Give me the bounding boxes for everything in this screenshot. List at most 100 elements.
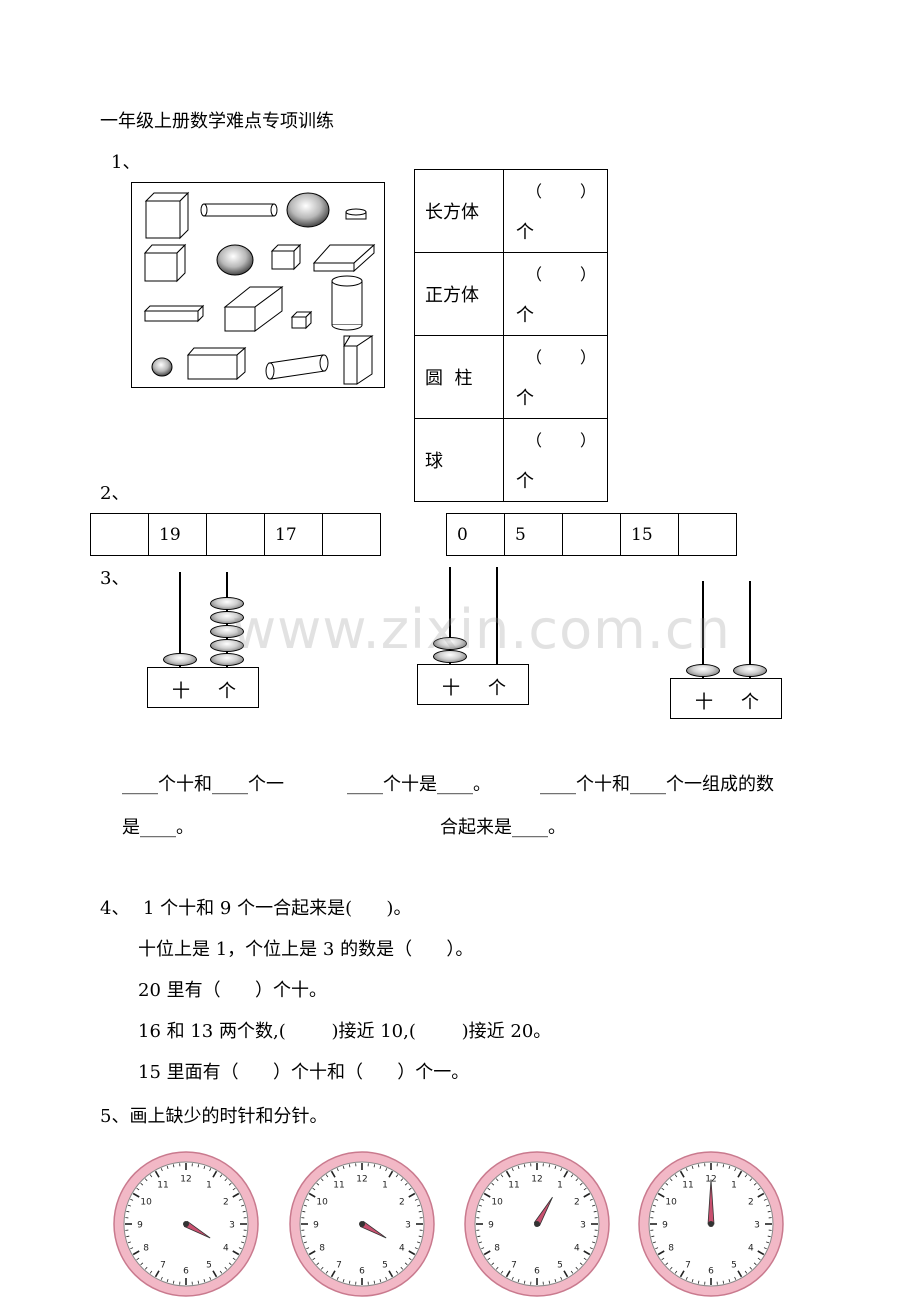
clock-pivot [534,1221,540,1227]
question-4-item: 十位上是 1，个位上是 3 的数是（ ）。 [138,939,474,960]
clock-tick [734,1276,737,1280]
cylinder-shape [345,208,367,220]
question-2-number: 2、 [100,483,130,504]
clock-number: 5 [382,1260,388,1270]
clock-number: 2 [748,1198,754,1208]
clock-tick [483,1192,491,1198]
clock-tick [691,1165,694,1169]
ones-bead [210,597,244,610]
clock-tick [763,1247,767,1250]
clock-tick [325,1174,329,1178]
clock-tick [414,1198,418,1201]
clock-tick [302,1235,306,1238]
clock-tick [336,1276,339,1280]
clock-tick [303,1204,307,1207]
clock-tick [651,1235,655,1238]
shape-name-sphere: 球 [414,418,504,502]
sequence-cell[interactable] [562,513,621,556]
cube-shape [290,310,313,330]
clock-tick [674,1270,678,1274]
sequence-cell[interactable] [90,513,149,556]
question-4-number: 4、 [100,898,130,919]
clock-tick [408,1257,412,1261]
clock-tick [242,1210,246,1213]
clock-pivot [359,1221,365,1227]
clock-tick [242,1235,246,1238]
clock-tick [697,1164,700,1168]
clock-number: 7 [336,1260,342,1270]
clock-number: 9 [313,1221,319,1231]
clock-tick [348,1280,351,1284]
clock-tick [408,1250,416,1256]
clock-tick [737,1270,743,1278]
clock-tick [160,1168,163,1172]
clock-tick [593,1235,597,1238]
clock-tick [665,1262,669,1266]
clock-tick [655,1198,659,1201]
clock-tick [316,1182,320,1186]
sequence-cell: 0 [446,513,505,556]
clock-tick [652,1204,656,1207]
question-4-item: 1 个十和 9 个一合起来是( )。 [143,898,412,919]
clock-tick [583,1187,587,1191]
clock-tick [385,1276,388,1280]
clock-number: 6 [359,1267,365,1277]
clock-number: 10 [491,1198,503,1208]
sequence-cell: 15 [620,513,679,556]
number-sequence-a: 19 17 [90,513,381,556]
answer-cell-sphere[interactable]: （ ） 个 [503,418,608,502]
clock-tick [228,1182,232,1186]
close-paren: ） [580,431,597,450]
clock-number: 11 [508,1181,519,1191]
ones-label: 个 [218,681,236,702]
clock-tick [495,1178,499,1182]
cylinder-shape [200,203,278,217]
clock-tick [172,1164,175,1168]
clock-tick [209,1276,212,1280]
tens-label: 十 [442,678,460,699]
clock-tick [219,1270,223,1274]
clock-tick [232,1250,240,1256]
clock-tick [197,1164,200,1168]
answer-cell-cuboid[interactable]: （ ） 个 [503,169,608,253]
clock-tick [348,1164,351,1168]
clock-tick [563,1170,569,1178]
answer-cell-cube[interactable]: （ ） 个 [503,252,608,336]
ones-rod [496,567,498,664]
clock-number: 7 [685,1260,691,1270]
clock-tick [130,1247,134,1250]
clock-tick [757,1192,765,1198]
shape-name-cube: 正方体 [414,252,504,336]
clock-tick [483,1250,491,1256]
sequence-cell[interactable] [678,513,737,556]
clock-tick [232,1187,236,1191]
clock-tick [478,1241,482,1244]
question-1-number: 1、 [111,152,141,173]
clock-number: 8 [668,1244,674,1254]
ones-bead [210,653,244,666]
ones-bead [210,639,244,652]
clock-tick [583,1257,587,1261]
ones-label: 个 [488,678,506,699]
sequence-cell[interactable] [206,513,265,556]
clock-tick [241,1241,245,1244]
clock-tick [593,1210,597,1213]
clock-tick [757,1187,761,1191]
clock-tick [203,1165,206,1169]
sequence-cell[interactable] [322,513,381,556]
question-5-title: 5、画上缺少的时针和分针。 [100,1106,328,1127]
clock-tick [127,1241,131,1244]
shape-name-cylinder: 圆 柱 [414,335,504,419]
clock-tick [753,1262,757,1266]
clock-tick [232,1257,236,1261]
cylinder-shape [265,354,329,380]
answer-cell-cylinder[interactable]: （ ） 个 [503,335,608,419]
clock-tick [766,1204,770,1207]
sphere-shape [286,192,330,228]
clock-number: 1 [557,1181,563,1191]
clock-tick [579,1182,583,1186]
